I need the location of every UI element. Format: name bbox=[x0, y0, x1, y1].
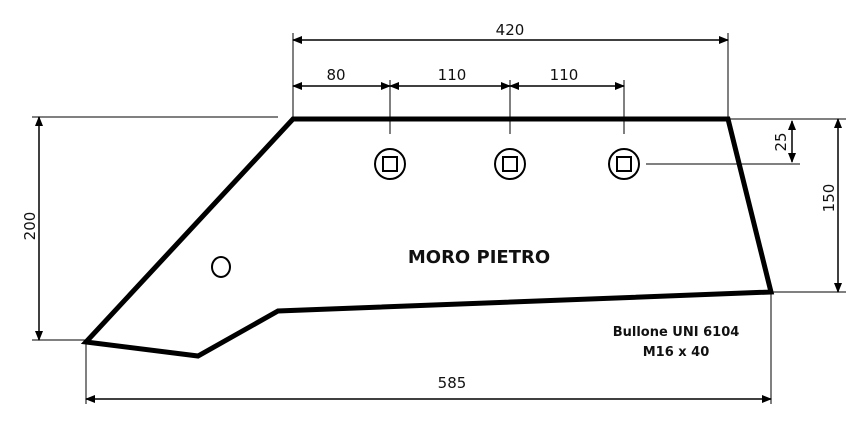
dimension-bottom-overall: 585 bbox=[85, 292, 772, 404]
dimension-label-spacing-2: 110 bbox=[438, 66, 467, 84]
bolt-hole-1 bbox=[374, 148, 406, 180]
dimension-left-height: 200 bbox=[21, 116, 278, 341]
dimension-hole-offset: 25 bbox=[646, 118, 800, 165]
bolt-note-line1: Bullone UNI 6104 bbox=[613, 325, 740, 340]
dimension-label-right-height: 150 bbox=[820, 184, 838, 213]
bolt-hole-3 bbox=[608, 148, 640, 180]
plate-outline bbox=[80, 116, 775, 359]
dimension-label-spacing-3: 110 bbox=[550, 66, 579, 84]
dimension-right-height: 150 bbox=[771, 118, 846, 293]
part-label: MORO PIETRO bbox=[408, 247, 550, 268]
dimension-label-hole-offset: 25 bbox=[772, 132, 790, 151]
dimension-top-overall: 420 bbox=[292, 21, 729, 119]
dimension-label-top-overall: 420 bbox=[496, 21, 525, 39]
bolt-hole-2 bbox=[494, 148, 526, 180]
round-hole bbox=[211, 256, 231, 278]
dimension-label-spacing-1: 80 bbox=[326, 66, 345, 84]
dimension-label-left-height: 200 bbox=[21, 212, 39, 241]
dimension-hole-spacing: 80 110 110 bbox=[292, 66, 625, 134]
bolt-note-line2: M16 x 40 bbox=[643, 345, 710, 360]
dimension-label-bottom-overall: 585 bbox=[438, 374, 467, 392]
